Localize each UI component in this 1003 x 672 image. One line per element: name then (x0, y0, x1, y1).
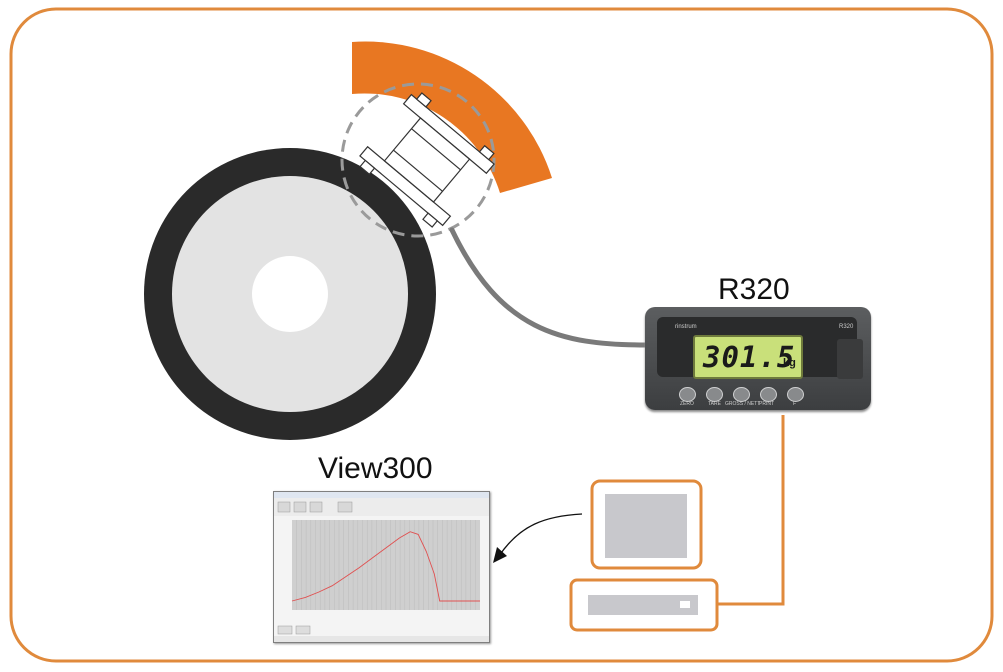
toolbar-button-stop[interactable] (337, 501, 353, 513)
window-button-left[interactable] (277, 625, 293, 635)
gross-nett-key[interactable] (733, 387, 750, 402)
weight-reading: 301.5 (703, 340, 796, 374)
indicator-front-panel: rinstrum R320 301.5 kg (657, 317, 863, 379)
tare-key-label: TARE (708, 401, 721, 407)
indicator-model-label: R320 (718, 273, 790, 306)
data-arrow (498, 513, 583, 557)
wheel-hub (252, 256, 328, 332)
weight-indicator: rinstrum R320 301.5 kg ZERO TARE GROSS /… (645, 307, 871, 410)
tare-key[interactable] (706, 387, 723, 402)
toolbar-button-save[interactable] (293, 501, 307, 513)
disk-drive (588, 595, 698, 615)
arrow-head (493, 547, 507, 563)
load-cell-cable (449, 227, 648, 348)
load-cell (359, 92, 495, 228)
load-arc (352, 41, 552, 193)
indicator-brand: rinstrum (675, 324, 697, 330)
indicator-side-window (837, 339, 863, 379)
gross-nett-key-label: GROSS / NETT (725, 401, 761, 407)
weight-trace-line (291, 531, 480, 602)
window-statusbar (274, 636, 489, 642)
drive-slot (680, 601, 690, 608)
weight-unit: kg (783, 357, 796, 369)
serial-cable (717, 415, 785, 606)
function-key-label: F (793, 401, 797, 407)
window-toolbar (274, 498, 489, 516)
toolbar-button-start[interactable] (309, 501, 323, 513)
plot-grid (296, 520, 476, 610)
view300-chart-svg (274, 492, 489, 642)
toolbar-button-open[interactable] (277, 501, 291, 513)
view300-screenshot (273, 491, 490, 643)
window-button-right[interactable] (295, 625, 311, 635)
print-key-label: PRINT (759, 401, 774, 407)
software-name-label: View300 (318, 452, 433, 485)
indicator-display: 301.5 kg (693, 335, 803, 379)
monitor-screen (605, 494, 687, 558)
highlight-circle (340, 82, 496, 238)
zero-key-label: ZERO (680, 401, 694, 407)
indicator-model-small: R320 (839, 324, 854, 330)
print-key[interactable] (760, 387, 777, 402)
window-titlebar (274, 492, 489, 498)
function-key[interactable] (787, 387, 804, 402)
zero-key[interactable] (679, 387, 696, 402)
